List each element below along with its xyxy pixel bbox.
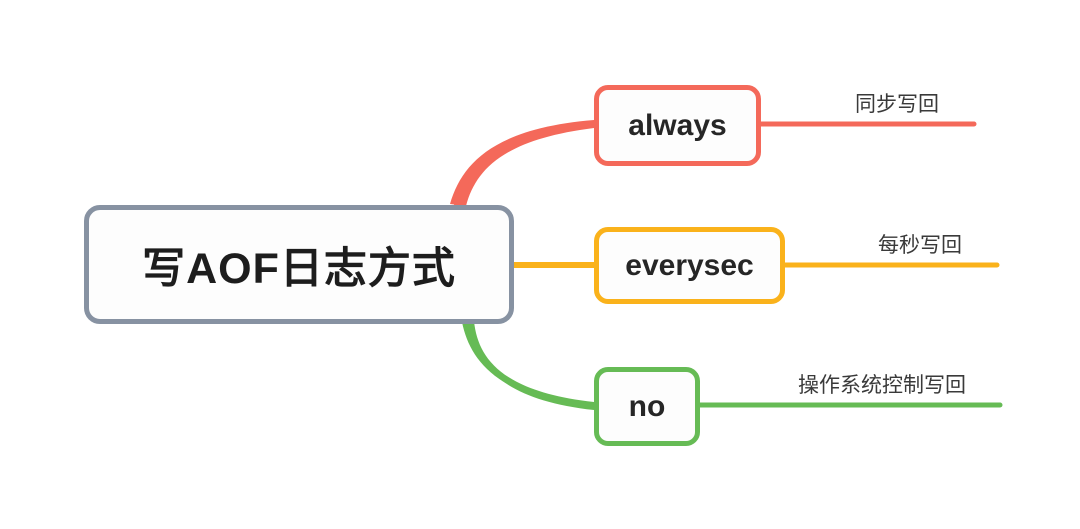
branch-node-no-label: no — [628, 389, 666, 423]
root-node[interactable]: 写AOF日志方式 — [84, 205, 514, 324]
connector-no-curve — [462, 321, 592, 408]
branch-node-always-label: always — [628, 108, 727, 142]
branch-node-everysec-label: everysec — [625, 248, 754, 282]
branch-node-always[interactable]: always — [594, 85, 761, 166]
connector-no-curve-thick — [466, 321, 594, 410]
annotation-no: 操作系统控制写回 — [798, 374, 966, 397]
root-node-label: 写AOF日志方式 — [142, 244, 456, 293]
branch-node-everysec[interactable]: everysec — [594, 227, 785, 304]
branch-node-no[interactable]: no — [594, 367, 700, 446]
annotation-everysec: 每秒写回 — [878, 234, 962, 257]
connector-always-curve-thick — [450, 120, 594, 206]
annotation-always: 同步写回 — [855, 93, 939, 116]
